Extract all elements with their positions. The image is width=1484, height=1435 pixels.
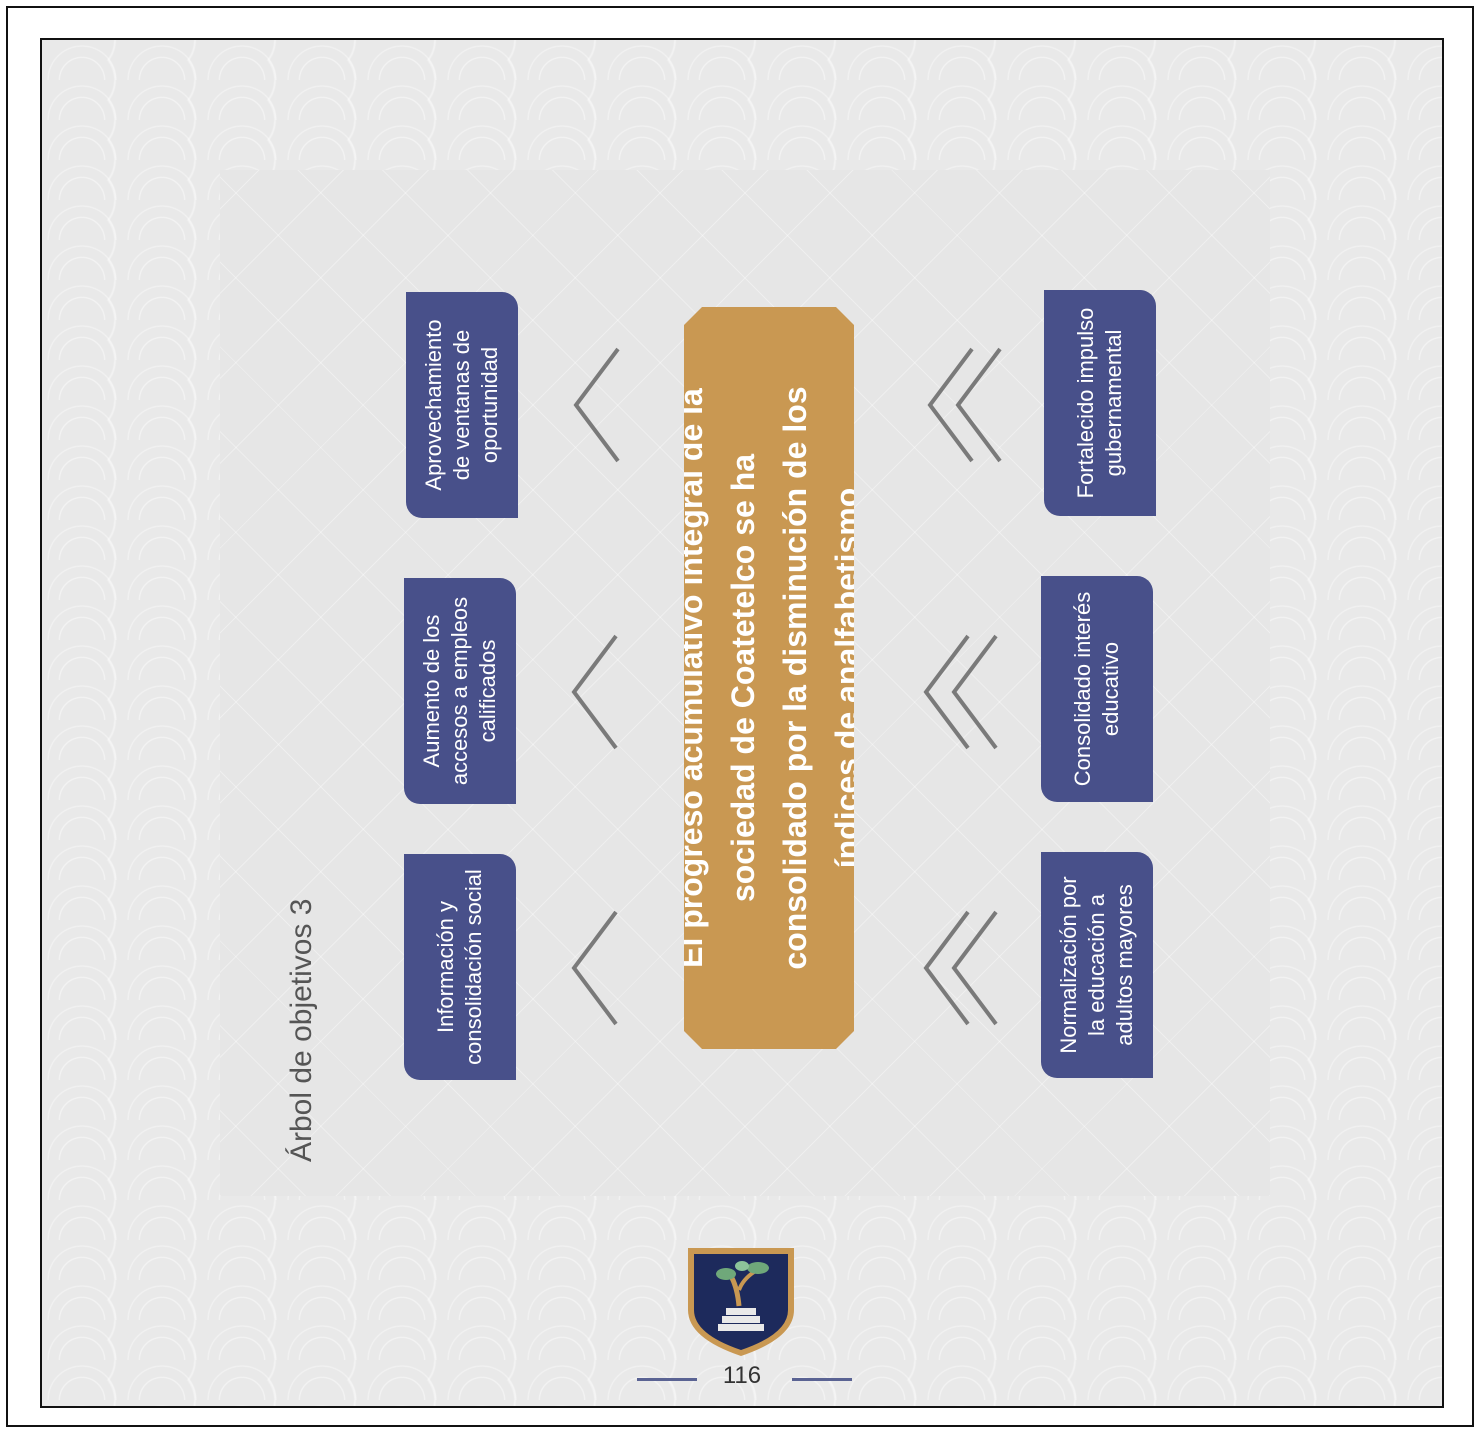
- means-box-2: Consolidado interés educativo: [1041, 576, 1153, 802]
- page-number: 116: [722, 1362, 762, 1389]
- diagram-title: Árbol de objetivos 3: [285, 898, 318, 1163]
- double-chevron-icon: [923, 634, 998, 750]
- coatetelco-emblem-icon: [688, 1248, 794, 1356]
- means-box-1: Fortalecido impulso gubernamental: [1044, 290, 1156, 516]
- chevron-icon: [571, 634, 618, 750]
- double-chevron-icon: [923, 910, 998, 1026]
- double-chevron-icon: [927, 347, 1002, 463]
- central-objective-box: El progreso acumulativo integral de la s…: [684, 307, 854, 1049]
- effect-box-1: Aprovechamiento de ventanas de oportunid…: [406, 292, 518, 518]
- page-border: [6, 6, 1474, 1427]
- effect-box-3: Información y consolidación social: [404, 854, 516, 1080]
- means-box-3: Normalización por la educación a adultos…: [1041, 852, 1153, 1078]
- chevron-icon: [571, 910, 618, 1026]
- footer-rule-left: [637, 1378, 697, 1381]
- footer-rule-right: [792, 1378, 852, 1381]
- effect-box-2: Aumento de los accesos a empleos calific…: [404, 578, 516, 804]
- chevron-icon: [573, 347, 620, 463]
